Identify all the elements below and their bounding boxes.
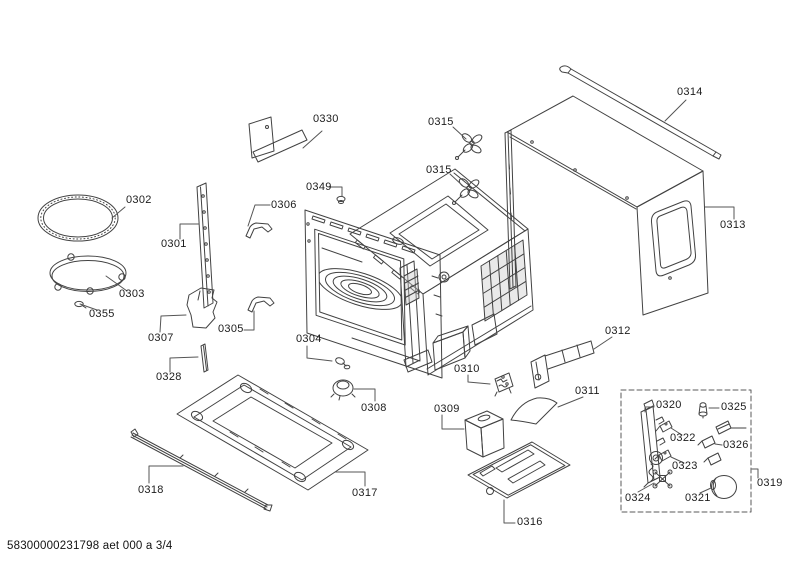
part-0321-drawing [710,475,737,499]
part-0311-drawing [510,397,558,425]
part-label-0314: 0314 [677,86,703,98]
part-label-0324: 0324 [625,492,651,504]
part-0317-drawing [176,374,369,491]
part-label-0316: 0316 [517,516,543,528]
parts-group-0319-box [620,389,752,513]
leader-lines [79,99,759,524]
part-label-0308: 0308 [361,402,387,414]
part-0320-drawing [640,399,666,488]
part-0308-drawing [330,379,356,401]
part-0324-drawing [652,469,673,489]
part-label-0304: 0304 [296,333,322,345]
part-0316-drawing [467,441,571,499]
cavity-chassis-drawing [351,260,498,373]
part-label-0313: 0313 [720,219,746,231]
part-0303-drawing [49,253,127,295]
part-0305-drawing [247,296,275,313]
part-label-0312: 0312 [605,325,631,337]
part-0307-drawing [186,287,218,329]
part-label-0309: 0309 [434,403,460,415]
part-label-0311: 0311 [575,385,600,397]
part-0323-drawing [654,449,672,462]
part-0330-drawing [248,116,308,163]
part-label-0319: 0319 [757,477,783,489]
part-0355-drawing [74,300,87,309]
part-label-0307: 0307 [148,332,174,344]
part-label-0301: 0301 [161,238,187,250]
part-0312-drawing [530,340,595,389]
part-0325-drawing [698,402,708,419]
part-0315-drawing-a [455,133,483,160]
part-0301-drawing [196,182,214,309]
part-label-0317: 0317 [352,487,378,499]
part-label-0322: 0322 [670,432,696,444]
part-label-0320: 0320 [656,399,682,411]
part-label-0355: 0355 [89,308,115,320]
part-label-0302: 0302 [126,194,152,206]
part-label-0306: 0306 [271,199,297,211]
part-0306-drawing [245,222,273,239]
part-label-0310: 0310 [454,363,480,375]
part-label-0325: 0325 [721,401,747,413]
part-label-0318: 0318 [138,484,164,496]
part-label-0315-b: 0315 [426,164,452,176]
cavity-front-frame-drawing [304,209,443,379]
part-label-0330: 0330 [313,113,339,125]
part-label-0315-a: 0315 [428,116,454,128]
cavity-back-panel-drawing [422,228,534,376]
part-label-0323: 0323 [672,460,698,472]
part-0302-drawing [37,194,119,242]
part-0314-drawing [559,65,722,160]
document-number: 58300000231798 aet 000 a 3/4 [7,540,173,552]
part-0349-drawing [336,195,346,204]
part-label-0305: 0305 [218,323,244,335]
part-0313-drawing [504,95,709,316]
part-0326-drawing [697,420,747,466]
part-label-0328: 0328 [156,371,182,383]
part-label-0321: 0321 [685,492,711,504]
part-label-0349: 0349 [306,181,332,193]
part-0309-drawing [464,410,505,458]
part-0328-drawing [200,343,209,373]
part-label-0303: 0303 [119,288,145,300]
part-0310-drawing [494,372,514,397]
part-0304-drawing [335,357,351,370]
part-0322-drawing [655,420,673,433]
part-0318-drawing [130,428,273,512]
part-label-0326: 0326 [723,439,749,451]
